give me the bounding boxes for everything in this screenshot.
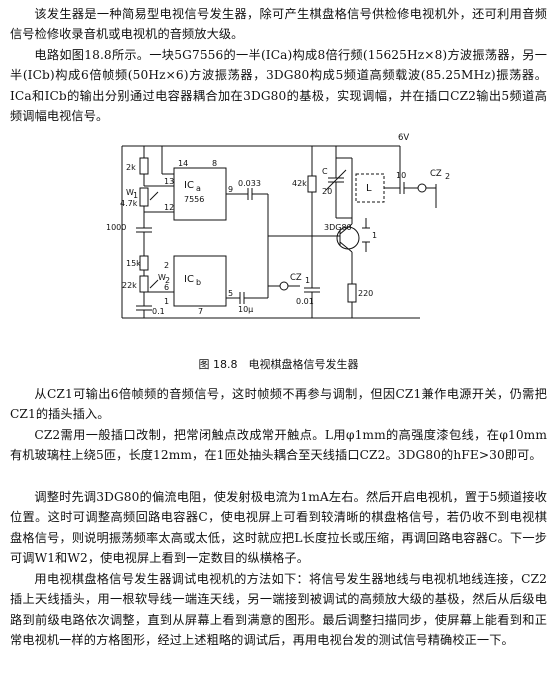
w2-subscript: 2 (165, 276, 170, 285)
cz1-subscript: 1 (305, 276, 310, 285)
c20-label: 20 (322, 187, 332, 196)
pin5-label: 5 (228, 289, 233, 298)
r47k-label: 4.7k (120, 199, 138, 208)
icb-label: IC (184, 274, 194, 285)
cz2-label: CZ (430, 169, 442, 179)
transistor-label: 3DG80 (324, 223, 352, 232)
c01-label: 0.1 (152, 307, 165, 316)
inductor-label: L (366, 183, 372, 194)
ica-subscript: a (196, 184, 201, 193)
cz2-subscript: 2 (445, 172, 450, 181)
pin9-label: 9 (228, 185, 233, 194)
c1000-label: 1000 (106, 223, 126, 232)
w1-label: W (126, 188, 134, 197)
pin1-label: 1 (164, 297, 169, 306)
pin7-label: 7 (198, 307, 203, 316)
r220-label: 220 (358, 289, 373, 298)
cz1-label: CZ (290, 273, 302, 283)
r15k-label: 15k (126, 259, 141, 268)
c0033-label: 0.033 (238, 179, 261, 188)
r2k-label: 2k (126, 163, 136, 172)
c1-label: 1 (372, 231, 377, 240)
icb-subscript: b (196, 278, 201, 287)
ica-part-label: 7556 (184, 195, 204, 204)
pin2-label: 2 (164, 261, 169, 270)
w2-label: W (158, 273, 166, 282)
intro-paragraph: 该发生器是一种简易型电视信号发生器，除可产生棋盘格信号供检修电视机外，还可利用音… (10, 7, 547, 42)
c001-label: 0.01 (296, 297, 314, 306)
usage-method-paragraph: 用电视棋盘格信号发生器调试电视机的方法如下：将信号发生器地线与电视机地线连接，C… (10, 572, 547, 648)
supply-label: 6V (398, 133, 409, 143)
r42k-label: 42k (292, 179, 307, 188)
c10-label: 10 (396, 171, 406, 180)
pin6-label: 6 (164, 283, 169, 292)
ica-label: IC (184, 180, 194, 191)
c-var-label: C (322, 167, 328, 176)
r22k-label: 22k (122, 281, 137, 290)
figure-caption: 图 18.8 电视棋盘格信号发生器 (198, 358, 359, 371)
pin14-label: 14 (178, 159, 188, 168)
pin13-label: 13 (164, 177, 174, 186)
c10u-label: 10μ (238, 305, 253, 314)
circuit-diagram: 6V 2k W 1 4.7k IC a 7556 1000 0.033 15k … (106, 133, 450, 319)
cz1-usage-paragraph: 从CZ1可输出6倍帧频的音频信号，这时帧频不再参与调制，但因CZ1兼作电源开关，… (10, 387, 547, 422)
w1-subscript: 1 (133, 191, 138, 200)
circuit-description-paragraph: 电路如图18.8所示。一块5G7556的一半(ICa)构成8倍行频(15625H… (10, 48, 547, 124)
pin12-label: 12 (164, 203, 174, 212)
pin8-label: 8 (212, 159, 217, 168)
adjustment-paragraph: 调整时先调3DG80的偏流电阻，使发射极电流为1mA左右。然后开启电视机，置于5… (10, 490, 547, 566)
components-paragraph: CZ2需用一般插口改制，把常闭触点改成常开触点。L用φ1mm的高强度漆包线，在φ… (10, 428, 547, 463)
